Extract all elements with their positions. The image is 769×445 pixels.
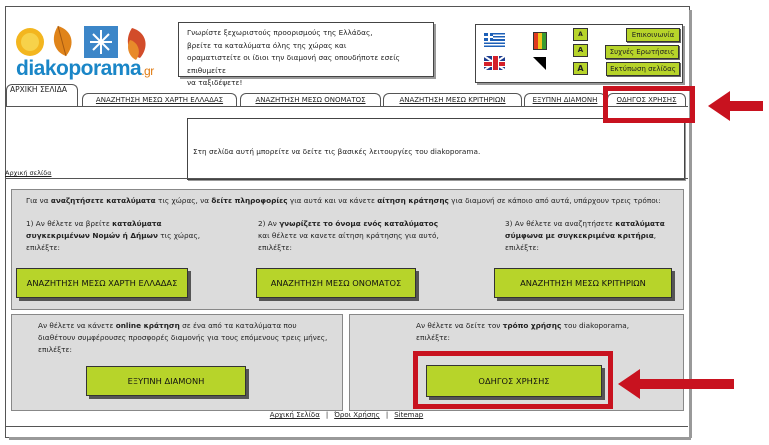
option-criteria-text: 3) Αν θέλετε να αναζητήσετε καταλύματα σ… <box>505 219 665 252</box>
print-page-button[interactable]: Εκτύπωση σελίδας <box>606 62 680 76</box>
tab-name-search[interactable]: ΑΝΑΖΗΤΗΣΗ ΜΕΣΩ ΟΝΟΜΑΤΟΣ <box>240 93 381 106</box>
faq-button[interactable]: Συχνές Ερωτήσεις <box>605 45 679 59</box>
tab-criteria-search[interactable]: ΑΝΑΖΗΤΗΣΗ ΜΕΣΩ ΚΡΙΤΗΡΙΩΝ <box>383 93 522 106</box>
arrow-left-icon <box>708 91 763 121</box>
arrow-left-icon <box>618 369 734 399</box>
info-text: Στη σελίδα αυτή μπορείτε να δείτε τις βα… <box>193 147 481 156</box>
logo-wordmark[interactable]: diakoporama.gr <box>16 57 154 80</box>
frame-shadow <box>689 10 692 438</box>
contact-button[interactable]: Επικοινωνία <box>626 28 680 42</box>
accessibility-toolbox: A A A Επικοινωνία Συχνές Ερωτήσεις Εκτύπ… <box>475 24 683 83</box>
info-box: Στη σελίδα αυτή μπορείτε να δείτε τις βα… <box>187 118 685 180</box>
font-size-medium-button[interactable]: A <box>573 44 588 57</box>
footer-separator: | <box>325 411 329 419</box>
frame-shadow <box>9 437 691 440</box>
option-name-text: 2) Αν γνωρίζετε το όνομα ενός καταλύματο… <box>258 219 439 252</box>
intro-line: βρείτε τα καταλύματα όλης της χώρας και <box>187 40 347 50</box>
intro-line: να ταξιδέψετε! <box>187 78 243 87</box>
map-search-button[interactable]: ΑΝΑΖΗΤΗΣΗ ΜΕΣΩ ΧΑΡΤΗ ΕΛΛΑΔΑΣ <box>16 268 188 298</box>
footer-terms-link[interactable]: Όροι Χρήσης <box>334 411 380 419</box>
highlight-box-tab <box>603 86 695 123</box>
site-logo[interactable] <box>14 22 164 82</box>
tab-divider <box>5 106 688 107</box>
tab-smart-stay[interactable]: ΕΞΥΠΝΗ ΔΙΑΜΟΝΗ <box>524 93 606 106</box>
logo-seasons-icon <box>16 25 146 60</box>
font-size-small-button[interactable]: A <box>573 28 588 41</box>
user-guide-text: Αν θέλετε να δείτε τον τρόπο χρήσης του … <box>416 321 630 342</box>
uk-flag-icon[interactable] <box>484 56 505 70</box>
footer-separator: | <box>385 411 389 419</box>
intro-line: Γνωρίστε ξεχωριστούς προορισμούς της Ελλ… <box>187 28 373 37</box>
option-map-text: 1) Αν θέλετε να βρείτε καταλύματα συγκεκ… <box>26 219 201 252</box>
greek-flag-icon[interactable] <box>484 33 505 47</box>
smart-stay-button[interactable]: ΕΞΥΠΝΗ ΔΙΑΜΟΝΗ <box>86 366 246 396</box>
font-size-large-button[interactable]: A <box>573 62 588 75</box>
footer-divider <box>5 426 688 427</box>
contrast-bw-icon[interactable] <box>533 57 546 70</box>
search-intro-text: Για να αναζητήσετε καταλύματα τις χώρας,… <box>26 196 661 205</box>
tab-home[interactable]: ΑΡΧΙΚΗ ΣΕΛΙΔΑ <box>6 84 78 106</box>
footer-sitemap-link[interactable]: Sitemap <box>394 411 424 419</box>
smart-stay-text: Αν θέλετε να κάνετε online κράτηση σε έν… <box>38 321 328 354</box>
tab-map-search[interactable]: ΑΝΑΖΗΤΗΣΗ ΜΕΣΩ ΧΑΡΤΗ ΕΛΛΑΔΑΣ <box>82 93 237 106</box>
intro-line: οραματιστείτε οι ίδιοι την διαμονή σας ο… <box>187 53 400 75</box>
footer-home-link[interactable]: Αρχική Σελίδα <box>269 411 320 419</box>
intro-box: Γνωρίστε ξεχωριστούς προορισμούς της Ελλ… <box>178 22 434 87</box>
breadcrumb-divider <box>5 178 688 179</box>
contrast-color-icon[interactable] <box>533 32 547 50</box>
highlight-box-button <box>413 351 613 409</box>
name-search-button[interactable]: ΑΝΑΖΗΤΗΣΗ ΜΕΣΩ ΟΝΟΜΑΤΟΣ <box>256 268 416 298</box>
breadcrumb[interactable]: Αρχική σελίδα <box>5 169 52 177</box>
footer: Αρχική Σελίδα | Όροι Χρήσης | Sitemap <box>5 411 688 425</box>
user-guide-button[interactable]: ΟΔΗΓΟΣ ΧΡΗΣΗΣ <box>426 365 602 397</box>
criteria-search-button[interactable]: ΑΝΑΖΗΤΗΣΗ ΜΕΣΩ ΚΡΙΤΗΡΙΩΝ <box>494 268 672 298</box>
